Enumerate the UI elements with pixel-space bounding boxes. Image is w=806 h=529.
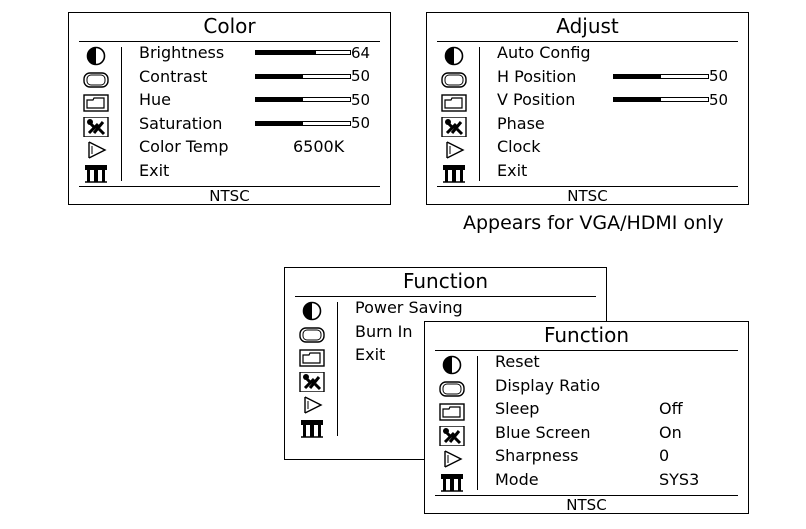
screen-icon bbox=[297, 325, 327, 345]
folder-icon bbox=[297, 348, 327, 368]
exit-icon bbox=[81, 164, 111, 184]
menu-item-auto-config[interactable]: Auto Config bbox=[497, 43, 591, 62]
menu-item-exit[interactable]: Exit bbox=[139, 160, 170, 180]
level-value: 50 bbox=[351, 114, 371, 132]
vertical-divider bbox=[479, 47, 480, 181]
panel-footer: NTSC bbox=[566, 496, 607, 514]
speaker-icon bbox=[81, 140, 111, 160]
menu-item-burn-in[interactable]: Burn In bbox=[355, 321, 413, 341]
panel-footer: NTSC bbox=[209, 187, 250, 205]
caption-vga-hdmi: Appears for VGA/HDMI only bbox=[463, 212, 724, 234]
level-bar-fill bbox=[256, 51, 317, 54]
menu-item-h-position[interactable]: H Position bbox=[497, 66, 577, 86]
level-bar[interactable] bbox=[613, 97, 709, 102]
panel-footer: NTSC bbox=[567, 187, 608, 205]
level-bar[interactable] bbox=[255, 50, 351, 55]
footer-divider bbox=[79, 186, 380, 187]
folder-icon bbox=[439, 93, 469, 113]
level-bar[interactable] bbox=[255, 73, 351, 79]
menu-item-exit[interactable]: Exit bbox=[355, 345, 386, 364]
speaker-icon bbox=[297, 395, 327, 415]
menu-item-color-temp[interactable]: Color Temp bbox=[139, 137, 229, 156]
menu-item-hue[interactable]: Hue bbox=[139, 90, 172, 109]
folder-icon bbox=[437, 402, 467, 422]
setting-value: 0 bbox=[659, 446, 670, 465]
level-bar-fill bbox=[614, 74, 661, 78]
menu-item-clock[interactable]: Clock bbox=[497, 137, 541, 156]
exit-icon bbox=[439, 164, 469, 184]
level-bar-fill bbox=[256, 121, 303, 125]
screen-icon bbox=[439, 70, 469, 90]
menu-item-brightness[interactable]: Brightness bbox=[139, 43, 225, 62]
menu-item-sharpness[interactable]: Sharpness bbox=[495, 446, 579, 465]
menu-item-saturation[interactable]: Saturation bbox=[139, 113, 223, 133]
vertical-divider bbox=[477, 356, 478, 490]
title-divider bbox=[79, 41, 380, 42]
screen-icon bbox=[437, 379, 467, 399]
level-bar[interactable] bbox=[255, 97, 351, 102]
title-divider bbox=[295, 296, 596, 297]
menu-item-phase[interactable]: Phase bbox=[497, 113, 545, 133]
half-circle-icon bbox=[439, 46, 469, 66]
adjust-menu-panel: Adjust Auto Config H Position 50 V Position… bbox=[426, 12, 749, 205]
menu-item-blue-screen[interactable]: Blue Screen bbox=[495, 422, 591, 442]
exit-icon bbox=[297, 419, 327, 439]
level-value: 50 bbox=[709, 67, 729, 85]
tools-icon bbox=[81, 117, 111, 137]
exit-icon bbox=[437, 473, 467, 493]
menu-item-exit[interactable]: Exit bbox=[497, 160, 528, 180]
half-circle-icon bbox=[297, 301, 327, 321]
level-value: 50 bbox=[709, 90, 729, 109]
level-bar[interactable] bbox=[613, 73, 709, 79]
panel-title: Color bbox=[203, 14, 256, 38]
menu-item-reset[interactable]: Reset bbox=[495, 352, 540, 371]
menu-item-mode[interactable]: Mode bbox=[495, 469, 539, 489]
level-bar-fill bbox=[614, 98, 661, 101]
setting-value: Off bbox=[659, 399, 683, 418]
menu-item-display-ratio[interactable]: Display Ratio bbox=[495, 375, 601, 395]
panel-title: Function bbox=[402, 269, 489, 293]
tools-icon bbox=[437, 426, 467, 446]
level-value: 50 bbox=[351, 90, 371, 109]
half-circle-icon bbox=[437, 355, 467, 375]
vertical-divider bbox=[121, 47, 122, 181]
setting-value: On bbox=[659, 422, 682, 442]
menu-item-sleep[interactable]: Sleep bbox=[495, 399, 540, 418]
level-bar-fill bbox=[256, 74, 303, 78]
footer-divider bbox=[435, 495, 738, 496]
setting-value: SYS3 bbox=[659, 469, 700, 489]
menu-item-contrast[interactable]: Contrast bbox=[139, 66, 208, 86]
footer-divider bbox=[437, 186, 738, 187]
tools-icon bbox=[439, 117, 469, 137]
speaker-icon bbox=[437, 449, 467, 469]
level-bar[interactable] bbox=[255, 120, 351, 126]
title-divider bbox=[437, 41, 738, 42]
panel-title: Function bbox=[543, 323, 630, 347]
level-bar-fill bbox=[256, 98, 303, 101]
level-value: 50 bbox=[351, 67, 371, 85]
title-divider bbox=[435, 350, 738, 351]
folder-icon bbox=[81, 93, 111, 113]
level-value: 64 bbox=[351, 43, 371, 62]
screen-icon bbox=[81, 70, 111, 90]
panel-title: Adjust bbox=[556, 14, 619, 38]
setting-value: 6500K bbox=[293, 137, 345, 156]
speaker-icon bbox=[439, 140, 469, 160]
tools-icon bbox=[297, 372, 327, 392]
half-circle-icon bbox=[81, 46, 111, 66]
vertical-divider bbox=[337, 302, 338, 436]
menu-item-v-position[interactable]: V Position bbox=[497, 90, 576, 109]
menu-item-power-saving[interactable]: Power Saving bbox=[355, 298, 463, 317]
